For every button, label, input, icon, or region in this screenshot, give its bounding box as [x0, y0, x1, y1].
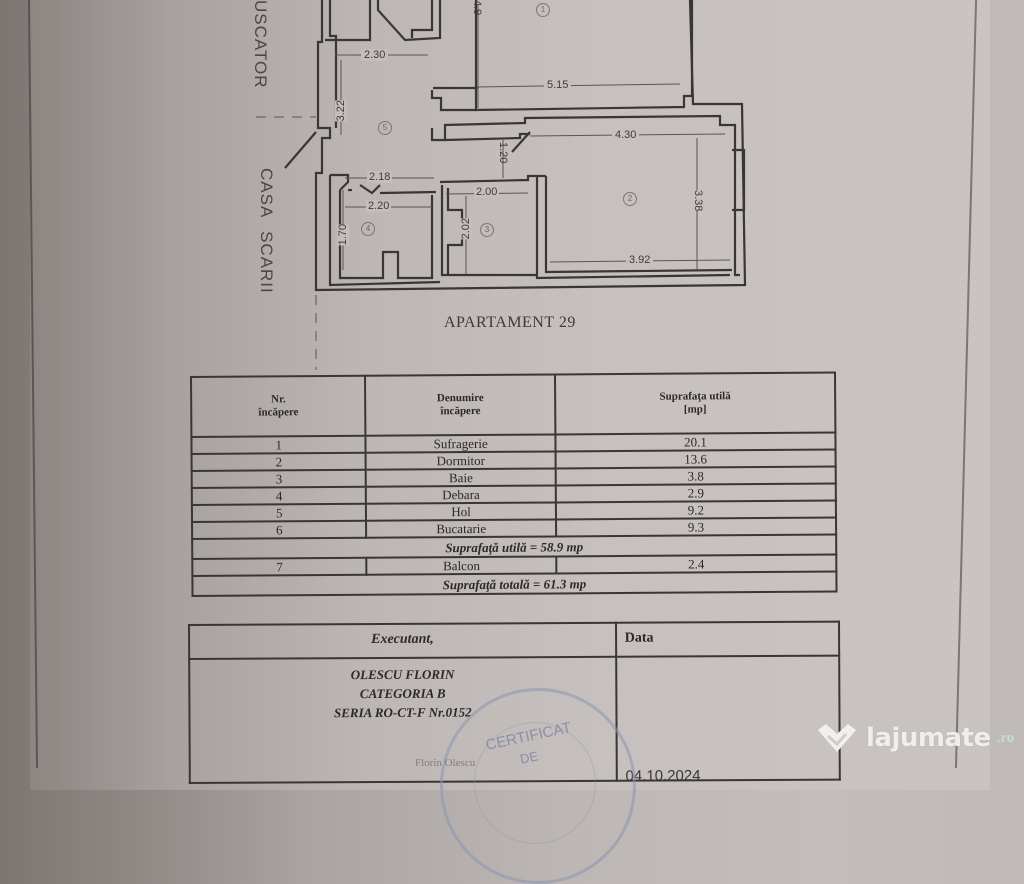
executant-label: Executant, — [189, 622, 616, 659]
room-marker: 1 — [536, 3, 550, 17]
header-area: Suprafaţa utilă[mp] — [554, 372, 836, 435]
dimension-label: 2.18 — [367, 171, 393, 183]
dimension-label: 2.20 — [366, 200, 392, 212]
dimension-label: 2.02 — [460, 218, 472, 240]
cell-area: 20.1 — [555, 432, 836, 452]
cell-nr: 1 — [191, 435, 366, 454]
grand-total: Suprafaţă totală = 61.3 mp — [192, 571, 837, 596]
dimension-label: 1.70 — [337, 224, 349, 246]
cell-area: 9.2 — [555, 500, 837, 520]
dimension-label: 3.92 — [626, 254, 654, 266]
cell-name: Sufragerie — [365, 434, 556, 453]
dimension-label: 2.30 — [361, 49, 389, 61]
side-label-uscator: USCATOR — [251, 0, 270, 89]
grand-total-row: Suprafaţă totală = 61.3 mp — [192, 571, 837, 596]
room-marker: 5 — [378, 121, 392, 135]
apartment-title: APARTAMENT 29 — [444, 314, 576, 331]
watermark-tld: .ro — [996, 729, 1015, 746]
cell-area: 2.9 — [555, 483, 836, 503]
dimension-label: 5.15 — [544, 79, 572, 91]
cell-area: 9.3 — [555, 517, 837, 537]
dimension-label: 3.22 — [335, 100, 347, 122]
cell-nr: 3 — [191, 469, 367, 488]
room-marker: 4 — [361, 222, 375, 236]
side-label-casa-scarii: CASA SCARII — [257, 168, 276, 294]
dimension-label: 3.38 — [692, 190, 704, 212]
document-date: 04.10.2024 — [625, 767, 701, 785]
date-cell: 04.10.2024 — [615, 655, 840, 785]
cell-name: Hol — [366, 502, 556, 521]
cell-nr: 5 — [191, 503, 367, 522]
cell-name: Balcon — [366, 556, 557, 575]
executant-name: OLESCU FLORIN — [350, 666, 455, 683]
header-nr: Nr.încăpere — [191, 375, 366, 437]
dimension-label: 2.00 — [474, 186, 500, 198]
room-marker: 2 — [623, 192, 637, 206]
dimension-label: 1.20 — [497, 142, 509, 164]
lajumate-watermark: lajumate .ro — [814, 720, 1014, 756]
cell-name: Debara — [366, 485, 556, 504]
cell-name: Bucatarie — [366, 519, 557, 538]
floor-plan-drawing — [256, 0, 747, 370]
cell-nr: 4 — [191, 486, 367, 505]
room-marker: 3 — [480, 223, 494, 237]
cell-nr: 7 — [192, 557, 367, 576]
cell-area: 2.4 — [556, 554, 837, 574]
watermark-brand: lajumate — [866, 723, 991, 753]
cell-nr: 6 — [192, 520, 367, 539]
handshake-heart-icon — [818, 724, 856, 752]
cell-nr: 2 — [191, 452, 367, 471]
dimension-label: 4.9 — [471, 0, 483, 16]
dimension-label: 4.30 — [612, 129, 640, 141]
cell-area: 3.8 — [555, 466, 836, 486]
cell-name: Baie — [366, 468, 556, 487]
paper-sheet — [30, 0, 990, 790]
cell-name: Dormitor — [365, 451, 556, 470]
date-label: Data — [615, 621, 840, 657]
handwritten-signature: Florin Olescu — [415, 757, 476, 769]
cell-area: 13.6 — [555, 449, 836, 469]
